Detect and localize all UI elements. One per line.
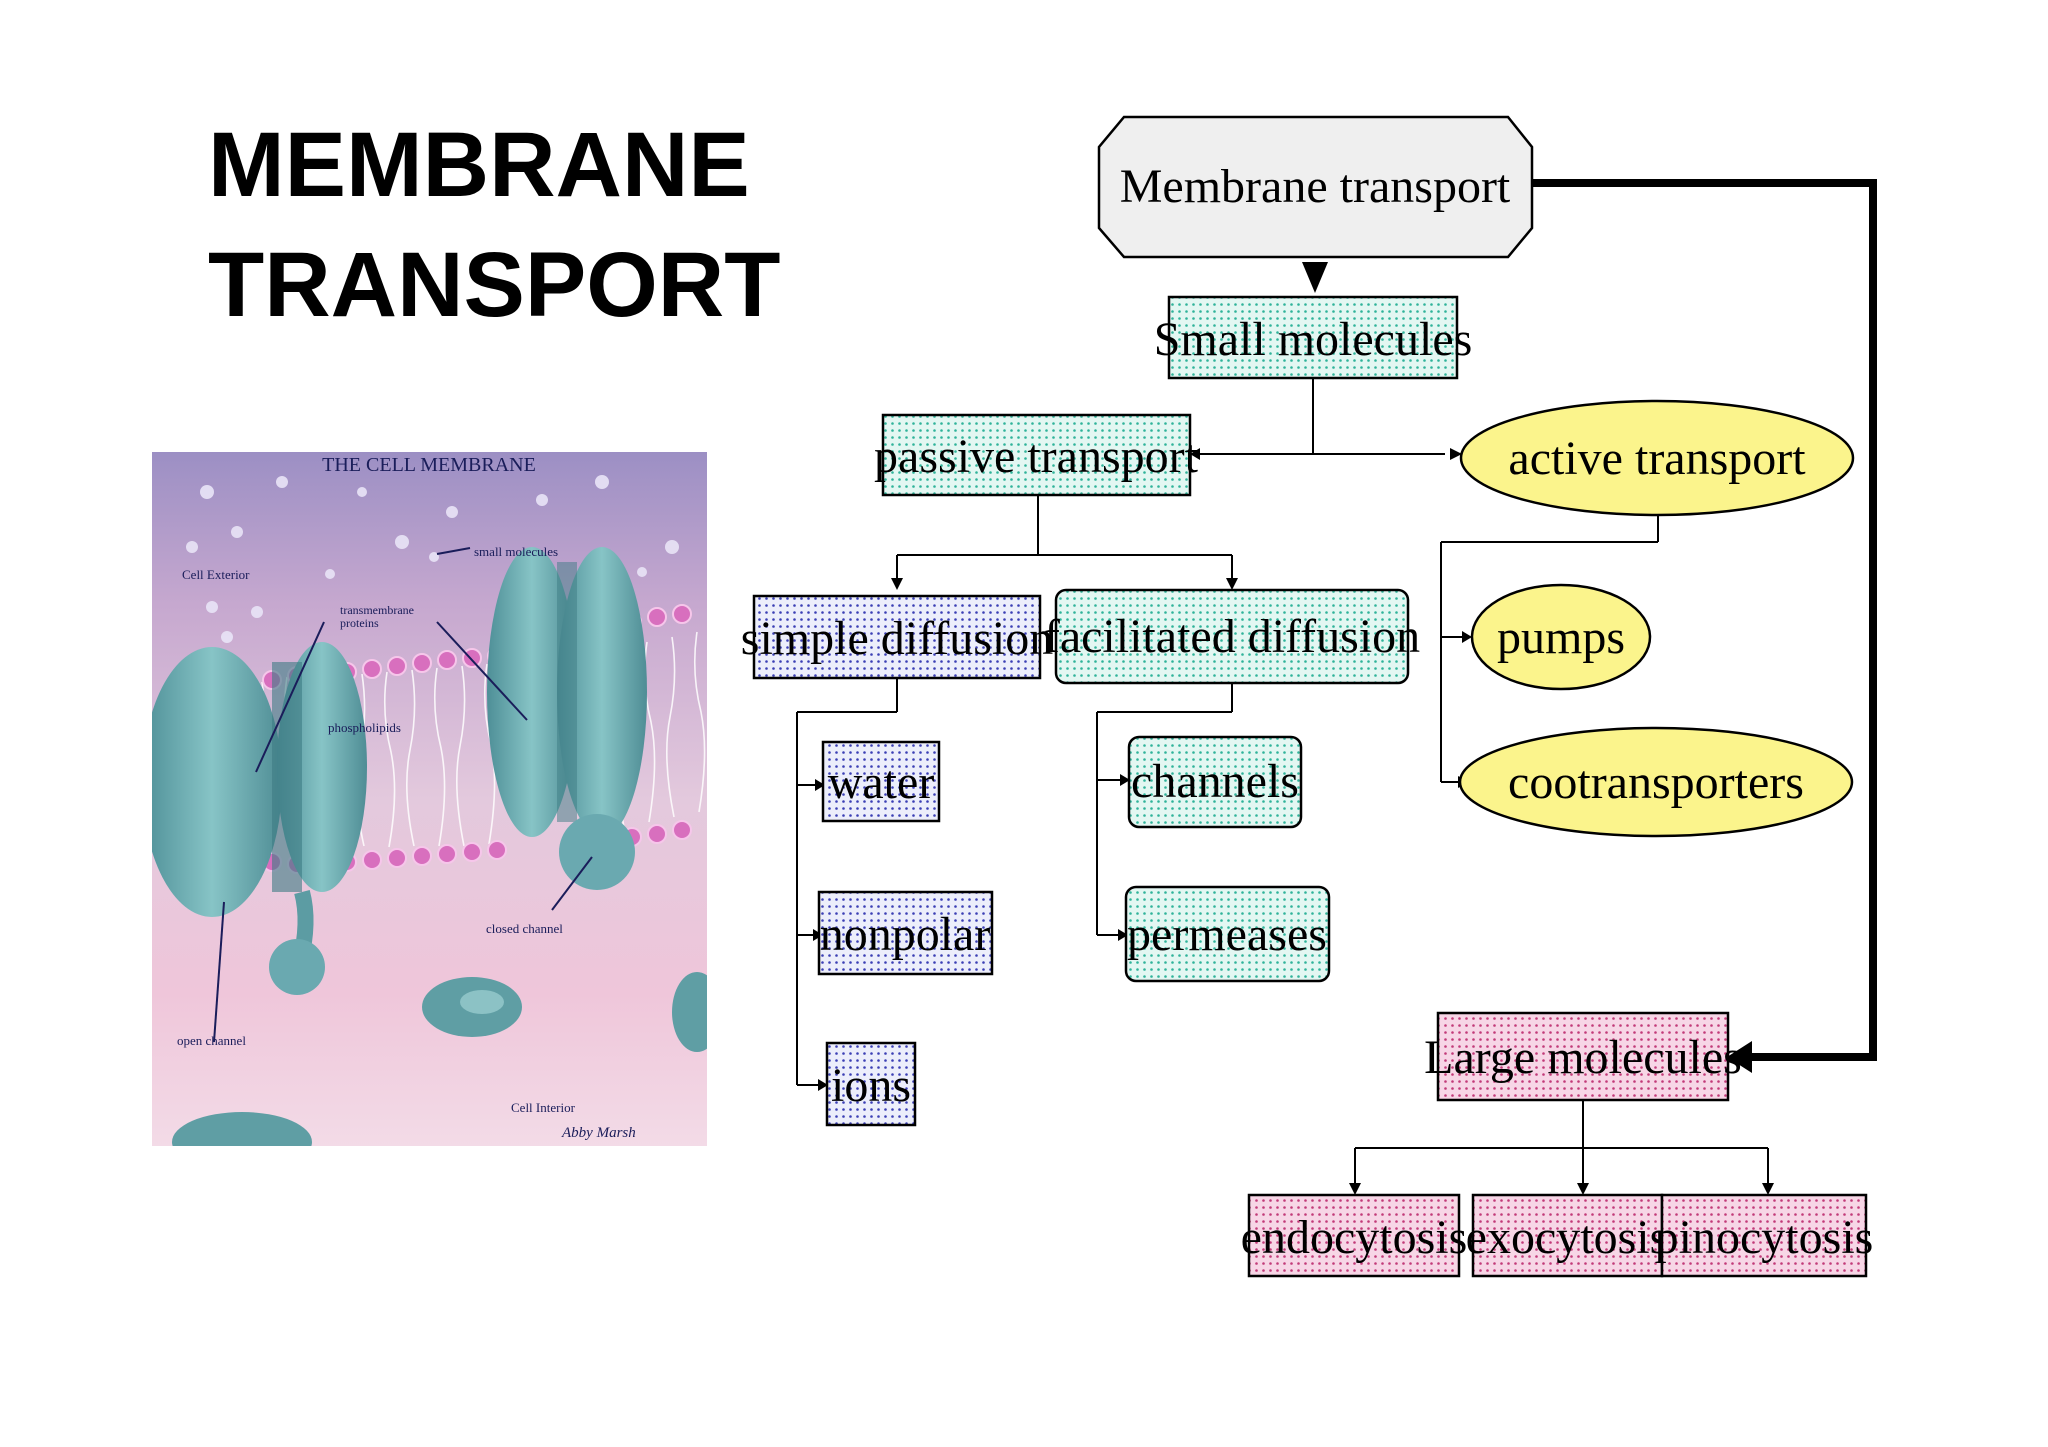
node-permeases-label: permeases <box>1127 908 1327 961</box>
label-open-channel: open channel <box>177 1033 246 1048</box>
title-line-2: TRANSPORT <box>208 234 781 336</box>
node-membrane-transport-label: Membrane transport <box>1120 160 1511 213</box>
node-exocytosis: exocytosis <box>1466 1193 1669 1278</box>
node-small-molecules-label: Small molecules <box>1154 313 1473 366</box>
node-simple-diffusion-label: simple diffusion <box>741 612 1053 665</box>
node-large-molecules: Large molecules <box>1424 1011 1742 1102</box>
label-phospholipids: phospholipids <box>328 720 401 735</box>
node-facilitated-diffusion: facilitated diffusion <box>1044 588 1420 685</box>
node-pumps: pumps <box>1470 583 1652 691</box>
page-title: MEMBRANE TRANSPORT <box>208 105 780 345</box>
node-small-molecules: Small molecules <box>1154 295 1473 380</box>
node-active-transport-label: active transport <box>1508 432 1806 485</box>
node-pinocytosis-label: pinocytosis <box>1655 1211 1874 1264</box>
node-membrane-transport: Membrane transport <box>1097 115 1534 259</box>
node-nonpolar-label: nonpolar <box>820 908 991 961</box>
label-transmembrane-proteins-line1: transmembrane <box>340 603 414 617</box>
node-water: water <box>821 740 941 823</box>
node-pumps-label: pumps <box>1497 611 1625 664</box>
node-water-label: water <box>828 756 935 809</box>
root-down-arrowhead <box>1302 262 1328 293</box>
node-channels: channels <box>1127 735 1303 829</box>
node-channels-label: channels <box>1131 755 1299 808</box>
label-transmembrane-proteins-line2: proteins <box>340 616 379 630</box>
node-permeases: permeases <box>1124 885 1331 983</box>
node-passive-transport-label: passive transport <box>874 430 1199 483</box>
label-small-molecules: small molecules <box>474 544 558 559</box>
node-endocytosis: endocytosis <box>1241 1193 1468 1278</box>
node-nonpolar: nonpolar <box>817 890 994 976</box>
artist-signature: Abby Marsh <box>561 1125 636 1141</box>
node-facilitated-diffusion-label: facilitated diffusion <box>1044 610 1420 663</box>
flowchart-arrowheads <box>813 448 1774 1195</box>
label-cell-interior: Cell Interior <box>511 1100 576 1115</box>
node-active-transport: active transport <box>1459 399 1855 517</box>
node-pinocytosis: pinocytosis <box>1655 1193 1874 1278</box>
open-channel-protein <box>152 642 367 995</box>
flowchart-connectors <box>796 378 1769 1185</box>
node-exocytosis-label: exocytosis <box>1466 1211 1669 1264</box>
label-closed-channel: closed channel <box>486 921 563 936</box>
title-line-1: MEMBRANE <box>208 114 750 216</box>
illustration-heading: THE CELL MEMBRANE <box>322 454 536 476</box>
node-ions-label: ions <box>831 1059 911 1112</box>
cytoplasm-vesicles <box>172 972 707 1146</box>
cell-membrane-illustration: THE CELL MEMBRANE Cell Exterior small mo… <box>152 452 707 1146</box>
node-cotransporters-label: cootransporters <box>1508 756 1804 809</box>
node-ions: ions <box>825 1041 917 1127</box>
leader-lines <box>213 547 593 1043</box>
closed-channel-protein <box>487 547 647 890</box>
node-cotransporters: cootransporters <box>1458 726 1854 838</box>
label-cell-exterior: Cell Exterior <box>182 567 250 582</box>
node-large-molecules-label: Large molecules <box>1424 1031 1742 1084</box>
root-to-large-molecules-connector <box>1532 179 1877 1073</box>
node-passive-transport: passive transport <box>874 413 1199 497</box>
node-endocytosis-label: endocytosis <box>1241 1211 1468 1264</box>
node-simple-diffusion: simple diffusion <box>741 594 1053 680</box>
small-molecule-bubbles <box>186 475 679 643</box>
